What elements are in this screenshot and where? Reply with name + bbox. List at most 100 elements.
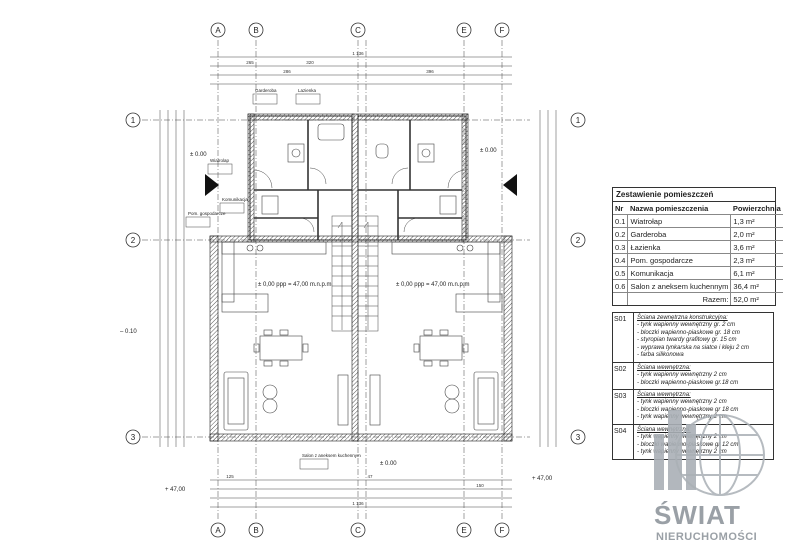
tag-komunikacja: Komunikacja	[222, 197, 248, 202]
axis-bubbles-top	[210, 22, 510, 38]
exterior-walls	[209, 113, 513, 442]
wall-spec-s02: S02 Ściana wewnętrzna: - tynk wapienny w…	[612, 362, 774, 391]
room-schedule-title: Zestawienie pomieszczeń	[613, 188, 775, 202]
room-nr: 0.1	[613, 214, 629, 228]
axis-bubbles-left	[125, 112, 141, 445]
dimension-chains-bottom	[210, 479, 512, 508]
axis-label-e-top: E	[461, 26, 466, 35]
room-total-row: Razem: 52,0 m²	[613, 292, 783, 305]
dim-top-3: 265	[246, 60, 254, 65]
tag-wiatrolap: Wiatrolap	[210, 158, 230, 163]
dimension-chains-right	[539, 110, 557, 447]
wall-layer: - bloczki wapienno-piaskowe gr 18 cm	[637, 406, 739, 413]
bathroom-fixtures	[261, 123, 457, 215]
header-area: Powierzchnia	[730, 202, 783, 215]
table-row: 0.2 Garderoba 2,0 m²	[613, 227, 783, 241]
room-name: Łazienka	[627, 240, 731, 254]
table-row: 0.1 Wiatrołap 1,3 m²	[613, 214, 783, 228]
wall-title: Ściana wewnętrzna:	[637, 426, 691, 433]
table-row: 0.6 Salon z aneksem kuchennym 36,4 m²	[613, 279, 783, 293]
axis-label-e-bottom: E	[461, 526, 466, 535]
globe-logo-icon	[654, 410, 765, 496]
room-name: Salon z aneksem kuchennym	[627, 279, 731, 293]
company-logo: ŚWIAT NIERUCHOMOŚCI	[640, 400, 780, 550]
dimension-chains-left	[159, 110, 185, 447]
room-total-value: 52,0 m²	[730, 292, 783, 305]
axis-label-a-bottom: A	[215, 526, 221, 535]
interior-walls	[254, 120, 462, 240]
dining-table-right	[413, 329, 469, 367]
axis-label-b-top: B	[253, 26, 258, 35]
grid-axes-vertical	[217, 40, 503, 520]
room-total-spacer	[613, 292, 629, 305]
room-name: Komunikacja	[627, 266, 731, 280]
level-zero-bottom: ± 0.00	[380, 461, 397, 467]
staircase-right	[357, 215, 379, 332]
door-swings	[253, 167, 467, 233]
axis-label-3-left: 3	[131, 433, 136, 442]
dim-bottom-total: 1 136	[352, 501, 364, 506]
axis-label-a-top: A	[215, 26, 221, 35]
tv-units	[337, 374, 381, 426]
room-name: Pom. gospodarcze	[627, 253, 731, 267]
wall-layer: - tynk wapienny wewnętrzny 2 cm	[637, 371, 727, 378]
tag-garderoba: Garderoba	[255, 88, 277, 93]
axis-bubbles-bottom	[210, 522, 510, 538]
axis-label-1-right: 1	[576, 116, 581, 125]
dim-bottom-3: 150	[476, 483, 484, 488]
wall-title: Ściana wewnętrzna:	[637, 364, 691, 371]
room-nr: 0.2	[613, 227, 629, 241]
wall-layer: - tynk wapienny wewnętrzny 2 cm	[637, 399, 727, 406]
wall-title: Ściana wewnętrzna:	[637, 392, 691, 399]
level-zero-left: ± 0.00	[190, 152, 207, 158]
grid-axes-horizontal	[142, 119, 530, 438]
wall-layer: - tynk wapienny wewnętrzny gr. 2 cm	[637, 322, 736, 328]
axis-label-1-left: 1	[131, 116, 136, 125]
dim-top-4: 320	[306, 60, 314, 65]
room-area: 36,4 m²	[730, 279, 783, 293]
tag-boxes	[185, 93, 329, 470]
room-nr: 0.4	[613, 253, 629, 267]
room-total-label: Razem:	[702, 294, 729, 304]
axis-label-c-top: C	[355, 26, 361, 35]
wall-code: S04	[613, 424, 634, 459]
room-nr: 0.5	[613, 266, 629, 280]
room-schedule-grid: Nr Nazwa pomieszczenia Powierzchnia 0.1 …	[613, 202, 783, 305]
entrance-arrows	[205, 174, 517, 196]
room-name: Garderoba	[627, 227, 731, 241]
tag-lazienka: Lazienka	[298, 88, 317, 93]
table-row: 0.3 Łazienka 3,6 m²	[613, 240, 783, 254]
sofa-right	[444, 371, 499, 431]
wall-layer: - bloczki wapienno-piaskowe gr.18 cm	[637, 379, 739, 386]
floor-label-right: ± 0,00 ppp = 47,00 m.n.p.m	[396, 282, 470, 288]
room-name: Wiatrołap	[627, 214, 731, 228]
axis-label-b-bottom: B	[253, 526, 258, 535]
staircase-left	[331, 215, 353, 332]
dimension-chains-top	[210, 56, 512, 85]
axis-label-f-top: F	[500, 26, 505, 35]
wall-title: Ściana zewnętrzna konstrukcyjna:	[637, 315, 728, 321]
axis-bubbles-right	[570, 112, 586, 445]
kitchen-counter-left	[221, 241, 327, 313]
wall-code: S02	[613, 362, 634, 390]
room-nr: 0.3	[613, 240, 629, 254]
dim-top-1: 286	[283, 69, 291, 74]
dim-bottom-1: 125	[226, 474, 234, 479]
dim-bottom-2: 47	[367, 474, 373, 479]
level-plus-left: + 47,00	[165, 487, 186, 493]
wall-layer: - farba silikonowa	[637, 352, 684, 359]
dim-top-total: 1 136	[352, 51, 364, 56]
level-zero-right: ± 0.00	[480, 148, 497, 154]
room-schedule-header: Nr Nazwa pomieszczenia Powierzchnia	[613, 202, 783, 215]
room-area: 2,0 m²	[730, 227, 783, 241]
room-nr: 0.6	[613, 279, 629, 293]
wall-code: S03	[613, 390, 634, 424]
kitchen-counter-right	[391, 241, 503, 313]
legend-panel: Zestawienie pomieszczeń Nr Nazwa pomiesz…	[612, 187, 783, 460]
axis-label-c-bottom: C	[355, 526, 361, 535]
room-schedule-table: Zestawienie pomieszczeń Nr Nazwa pomiesz…	[612, 187, 783, 306]
logo-word-1: ŚWIAT	[654, 500, 741, 530]
dim-top-2: 396	[426, 69, 434, 74]
wall-layer: - styropian twardy grafitowy gr. 15 cm	[637, 337, 737, 344]
